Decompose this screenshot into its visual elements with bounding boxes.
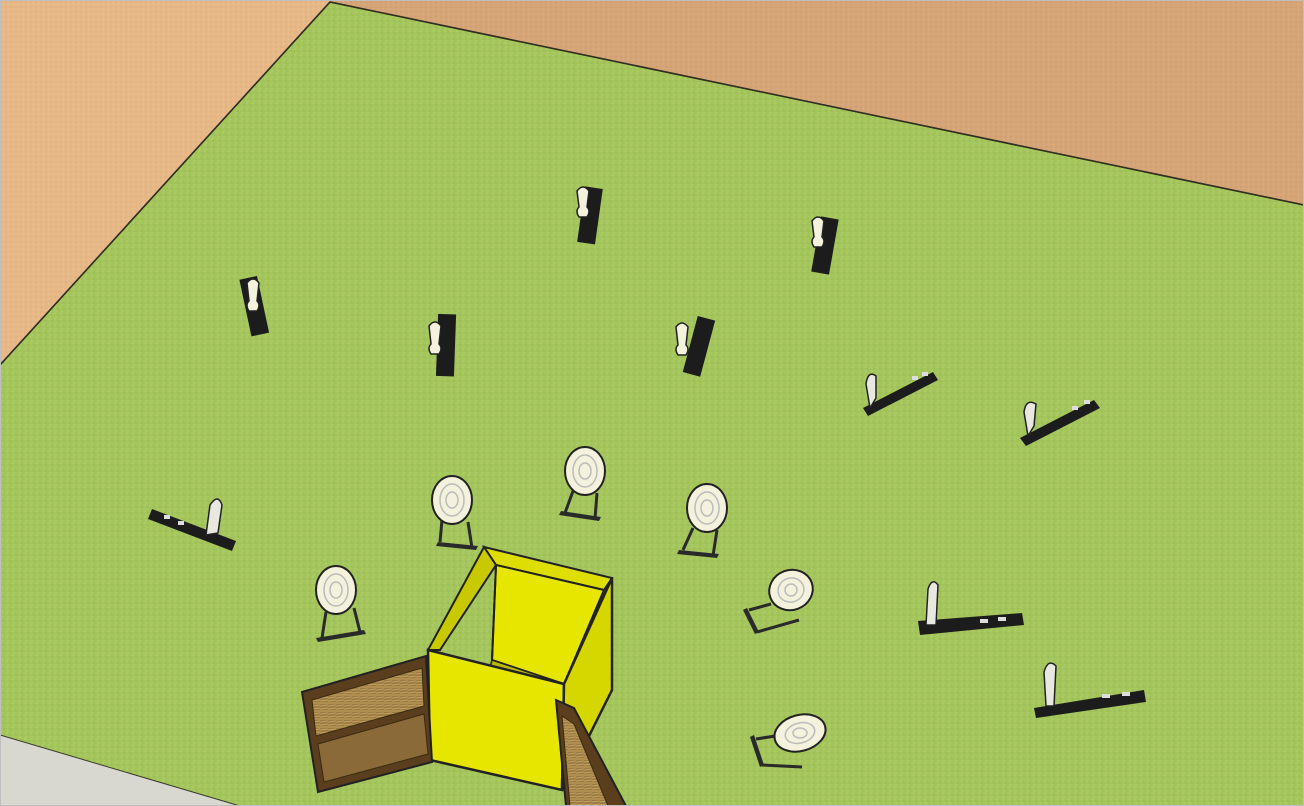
scene-svg <box>0 0 1304 806</box>
sketchup-scene-viewport[interactable] <box>0 0 1304 806</box>
